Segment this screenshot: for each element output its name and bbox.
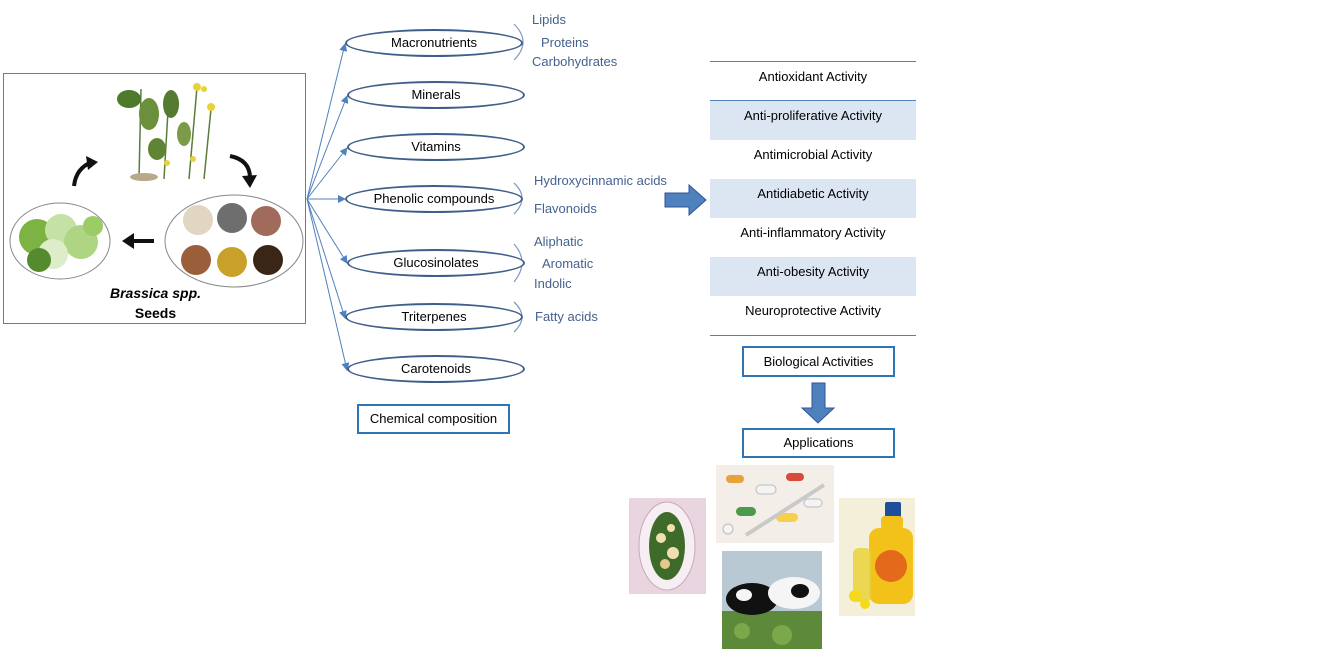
rapeseed-oil-icon [839, 498, 915, 616]
activity-anti-obesity: Anti-obesity Activity [710, 257, 916, 296]
source-genus-label: Brassica spp. [109, 285, 202, 301]
sublabel-flavonoids: Flavonoids [534, 201, 597, 216]
chemical-composition-label: Chemical composition [357, 404, 510, 434]
food-dish-icon [629, 498, 706, 594]
activity-antimicrobial: Antimicrobial Activity [753, 147, 873, 162]
seed-samples-icon [164, 194, 304, 288]
sublabel-aliphatic: Aliphatic [534, 234, 584, 249]
applications-label: Applications [742, 428, 895, 458]
cycle-arrow-icon [72, 156, 98, 187]
pill-vitamins: Vitamins [347, 133, 525, 161]
sublabel-fatty-acids: Fatty acids [535, 309, 598, 324]
activity-anti-inflammatory: Anti-inflammatory Activity [740, 225, 886, 240]
pill-minerals: Minerals [347, 81, 525, 109]
cycle-arrow-icon [229, 154, 257, 188]
activity-antioxidant: Antioxidant Activity [758, 69, 868, 84]
sublabel-aromatic: Aromatic [542, 256, 594, 271]
pill-carotenoids: Carotenoids [347, 355, 525, 383]
source-seeds-label: Seeds [134, 305, 177, 321]
vegetables-icon [9, 202, 111, 280]
table-top-rule [710, 61, 916, 62]
activity-antidiabetic: Antidiabetic Activity [710, 179, 916, 218]
seed-source-panel: Brassica spp. Seeds [3, 73, 306, 324]
pill-triterpenes: Triterpenes [345, 303, 523, 331]
pill-macronutrients: Macronutrients [345, 29, 523, 57]
sublabel-indolic: Indolic [534, 276, 572, 291]
down-block-arrow-icon [800, 382, 836, 424]
sublabel-proteins: Proteins [541, 35, 589, 50]
brassica-plant-icon [117, 83, 215, 181]
cattle-feed-icon [722, 551, 822, 649]
right-block-arrow-icon [664, 183, 707, 217]
sublabel-lipids: Lipids [532, 12, 566, 27]
activity-neuroprotective: Neuroprotective Activity [745, 303, 881, 318]
pills-icon [716, 465, 834, 543]
cycle-arrow-icon [122, 233, 154, 249]
sublabel-hydroxycinnamic-acids: Hydroxycinnamic acids [534, 173, 667, 188]
table-bottom-rule [710, 335, 916, 336]
activity-anti-proliferative: Anti-proliferative Activity [710, 101, 916, 140]
biological-activities-label: Biological Activities [742, 346, 895, 377]
pill-phenolic-compounds: Phenolic compounds [345, 185, 523, 213]
sublabel-carbohydrates: Carbohydrates [532, 54, 618, 69]
table-header-rule [710, 100, 916, 101]
pill-glucosinolates: Glucosinolates [347, 249, 525, 277]
